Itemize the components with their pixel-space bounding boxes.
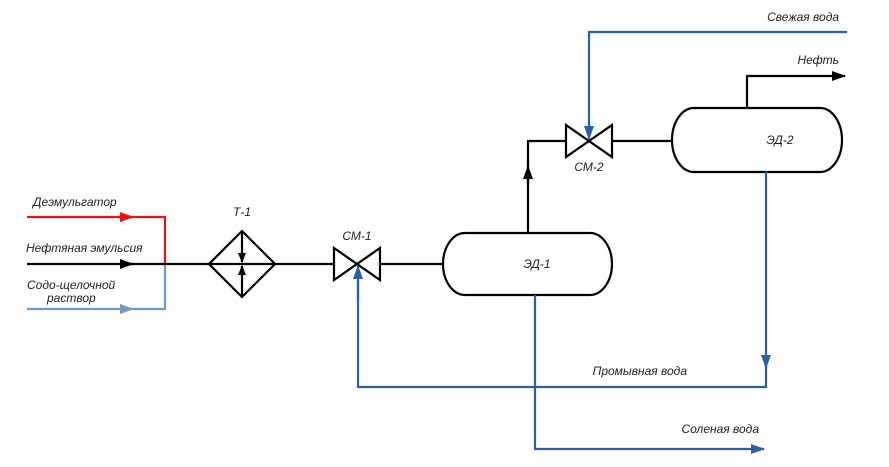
heat-exchanger-t1 <box>207 229 277 299</box>
demulsifier-stream <box>27 212 167 264</box>
label-ed2: ЭД-2 <box>766 133 793 147</box>
oil-outlet-line <box>745 71 846 108</box>
fresh-water-line <box>584 30 847 140</box>
pipe-ed1-cm2 <box>523 139 565 233</box>
dehydrator-ed2 <box>670 106 844 174</box>
label-oil: Нефть <box>797 53 839 67</box>
label-demulsifier: Деэмульгатор <box>31 195 117 209</box>
label-cm1: СМ-1 <box>342 229 371 243</box>
label-fresh-water: Свежая вода <box>767 10 839 24</box>
wash-water-line <box>353 172 771 389</box>
label-oil-emulsion: Нефтяная эмульсия <box>26 241 143 255</box>
label-cm2: СМ-2 <box>574 160 604 174</box>
label-alkali-line1: Содо-щелочной <box>27 278 116 292</box>
mixer-cm1 <box>332 245 382 283</box>
mixer-cm2 <box>564 122 614 160</box>
label-ed1: ЭД-1 <box>523 257 550 271</box>
label-salt-water: Соленая вода <box>681 422 759 436</box>
salt-water-line <box>533 295 765 454</box>
label-t1: Т-1 <box>233 205 251 219</box>
label-alkali-line2: раствор <box>46 291 96 305</box>
label-wash-water: Промывная вода <box>593 364 688 378</box>
alkali-stream <box>27 264 167 314</box>
